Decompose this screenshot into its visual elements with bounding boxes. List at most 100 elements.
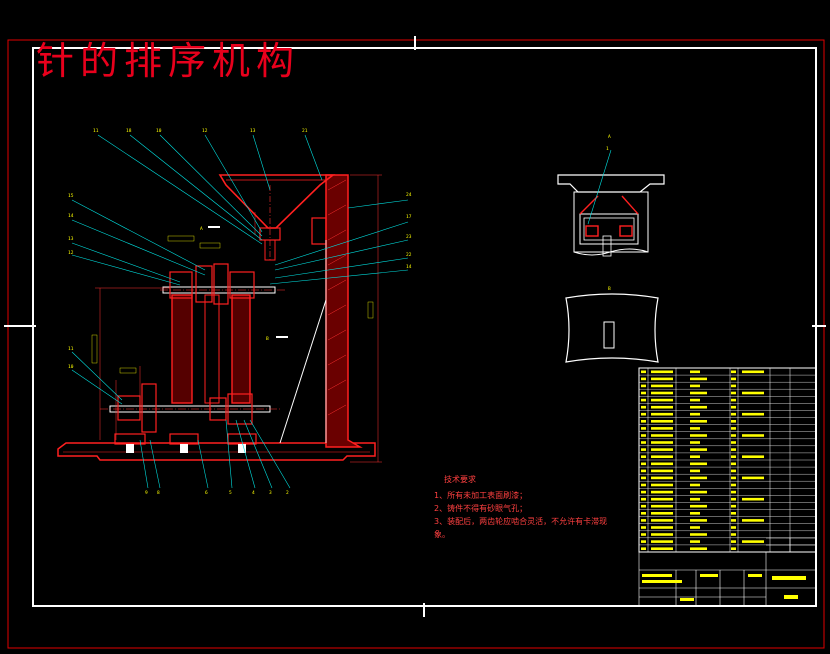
support-rib (279, 299, 327, 444)
parts-cell-mark (641, 441, 646, 444)
parts-cell-mark (690, 377, 707, 381)
parts-cell-mark (641, 490, 646, 494)
parts-cell-mark (651, 441, 673, 444)
svg-text:2: 2 (286, 490, 289, 496)
parts-cell-mark (651, 490, 673, 494)
parts-cell-mark (731, 391, 736, 395)
parts-cell-mark (641, 504, 646, 508)
parts-cell-mark (651, 434, 673, 437)
parts-cell-mark (651, 448, 673, 451)
svg-text:6: 6 (205, 490, 208, 496)
parts-cell-mark (641, 398, 646, 402)
parts-list-table (638, 367, 817, 553)
parts-cell-mark (641, 405, 646, 409)
parts-cell-mark (690, 469, 700, 473)
parts-cell-mark (690, 476, 707, 480)
parts-cell-mark (690, 370, 700, 374)
parts-cell-mark (690, 504, 707, 508)
parts-cell-mark (731, 420, 736, 423)
parts-cell-mark (742, 434, 764, 437)
frame-column (325, 174, 363, 448)
parts-cell-mark (641, 547, 646, 550)
parts-cell-mark (731, 405, 736, 409)
parts-cell-mark (641, 512, 646, 515)
parts-cell-mark (641, 455, 646, 458)
svg-text:9: 9 (145, 490, 148, 496)
parts-cell-mark (651, 405, 673, 409)
parts-cell-mark (731, 504, 736, 508)
parts-cell-mark (641, 476, 646, 480)
parts-cell-mark (731, 441, 736, 444)
parts-cell-mark (690, 462, 707, 466)
parts-cell-mark (742, 476, 764, 480)
view-b: B (565, 286, 659, 363)
parts-cell-mark (651, 533, 673, 536)
parts-cell-mark (641, 497, 646, 501)
parts-cell-mark (742, 391, 764, 395)
svg-text:11: 11 (68, 346, 74, 352)
parts-cell-mark (641, 519, 646, 522)
parts-cell-mark (690, 512, 700, 515)
parts-cell-mark (651, 519, 673, 522)
svg-text:13: 13 (68, 236, 74, 242)
parts-cell-mark (742, 497, 764, 501)
svg-text:21: 21 (302, 128, 308, 134)
title-block (638, 537, 817, 607)
svg-text:B: B (266, 336, 269, 342)
parts-cell-mark (690, 412, 700, 416)
parts-cell-mark (690, 533, 707, 536)
parts-cell-mark (651, 462, 673, 466)
svg-text:12: 12 (202, 128, 208, 134)
parts-cell-mark (690, 420, 707, 423)
svg-text:15: 15 (68, 193, 74, 199)
view-a-label: A (608, 134, 611, 140)
drawing-title: 针的排序机构 (36, 39, 300, 83)
technical-requirements: 技术要求 1、所有未加工表面刷漆； 2、铸件不得有砂眼气孔； 3、装配后，两齿轮… (434, 474, 607, 539)
title-block-marks (642, 574, 806, 601)
parts-cell-mark (651, 384, 673, 388)
parts-cell-mark (641, 391, 646, 395)
parts-cell-mark (731, 462, 736, 466)
svg-text:10: 10 (68, 364, 74, 370)
parts-cell-mark (731, 377, 736, 381)
parts-cell-mark (641, 526, 646, 529)
parts-cell-mark (731, 533, 736, 536)
parts-cell-mark (651, 427, 673, 430)
tech-req-line-1: 1、所有未加工表面刷漆； (434, 490, 527, 500)
svg-text:24: 24 (406, 192, 412, 198)
upper-gear-set (169, 263, 255, 305)
parts-cell-mark (731, 448, 736, 451)
parts-cell-mark (651, 476, 673, 480)
parts-cell-mark (641, 448, 646, 451)
svg-text:12: 12 (68, 250, 74, 256)
parts-cell-mark (651, 547, 673, 550)
parts-cell-mark (641, 420, 646, 423)
parts-cell-mark (742, 370, 764, 374)
parts-cell-mark (641, 462, 646, 466)
inner-border (32, 47, 817, 607)
parts-cell-mark (731, 512, 736, 515)
left-column (171, 294, 193, 404)
svg-text:8: 8 (157, 490, 160, 496)
parts-cell-mark (731, 469, 736, 473)
middle-column (231, 294, 251, 404)
parts-cell-mark (731, 526, 736, 529)
parts-cell-mark (651, 420, 673, 423)
parts-cell-mark (742, 540, 764, 543)
svg-text:4: 4 (252, 490, 255, 496)
parts-cell-mark (690, 405, 707, 409)
svg-text:22: 22 (406, 252, 412, 258)
parts-cell-mark (641, 427, 646, 430)
parts-cell-mark (651, 526, 673, 529)
parts-cell-mark (690, 540, 700, 543)
parts-cell-mark (742, 412, 764, 416)
parts-cell-mark (690, 490, 707, 494)
parts-cell-mark (731, 519, 736, 522)
centering-marks (4, 36, 826, 617)
view-a: A 1 (557, 134, 665, 257)
parts-cell-mark (641, 370, 646, 374)
parts-cell-mark (690, 455, 700, 458)
parts-cell-mark (731, 370, 736, 374)
